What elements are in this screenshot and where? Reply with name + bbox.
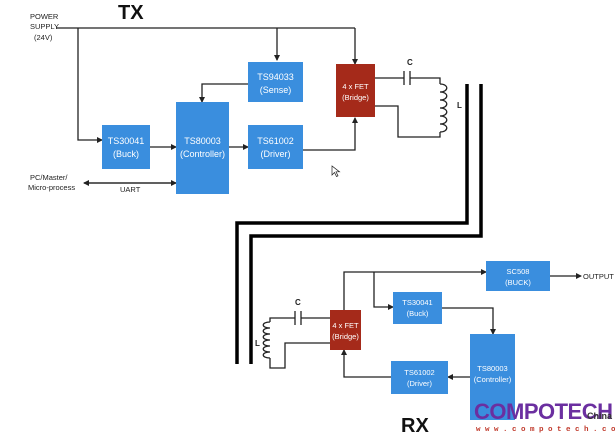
tx-driver-block: TS61002 (Driver) — [248, 125, 303, 169]
output-label: OUTPUT — [583, 272, 614, 281]
rx-wiring — [269, 269, 582, 380]
svg-text:(Bridge): (Bridge) — [342, 93, 369, 102]
svg-text:(Buck): (Buck) — [407, 309, 429, 318]
svg-text:4 x FET: 4 x FET — [332, 321, 359, 330]
svg-text:TS30041: TS30041 — [402, 298, 432, 307]
power-supply-line-3: (24V) — [34, 33, 53, 42]
rx-controller-block: TS80003 (Controller) — [470, 334, 515, 420]
watermark-suffix: China — [587, 411, 613, 421]
tx-buck-block: TS30041 (Buck) — [102, 125, 150, 169]
power-supply-label: POWER SUPPLY (24V) — [30, 12, 59, 42]
svg-text:TS61002: TS61002 — [257, 136, 294, 146]
tx-bridge-block: 4 x FET (Bridge) — [336, 64, 375, 117]
watermark-brand: COMPOTECH — [474, 399, 613, 424]
svg-text:TS80003: TS80003 — [477, 364, 507, 373]
rx-driver-block: TS61002 (Driver) — [391, 361, 448, 394]
tx-wiring — [56, 27, 441, 186]
svg-text:(Sense): (Sense) — [260, 85, 292, 95]
svg-text:TS30041: TS30041 — [108, 136, 145, 146]
svg-text:TS94033: TS94033 — [257, 72, 294, 82]
svg-text:(Driver): (Driver) — [407, 379, 432, 388]
rx-ind-label: L — [255, 339, 260, 348]
host-label: PC/Master/ Micro-process — [28, 173, 75, 192]
compotech-watermark: COMPOTECH China w w w . c o m p o t e c … — [474, 399, 615, 434]
svg-text:(Controller): (Controller) — [474, 375, 512, 384]
rx-cap-label: C — [295, 298, 301, 307]
svg-text:(BUCK): (BUCK) — [505, 278, 531, 287]
tx-inductor — [439, 83, 448, 133]
watermark-url: w w w . c o m p o t e c h . c o m . c n — [476, 426, 615, 434]
wireless-gap-separator — [235, 84, 483, 364]
svg-text:(Bridge): (Bridge) — [332, 332, 359, 341]
svg-text:(Controller): (Controller) — [180, 149, 225, 159]
tx-controller-block: TS80003 (Controller) — [176, 102, 229, 194]
host-line-2: Micro-process — [28, 183, 75, 192]
tx-title: TX — [118, 2, 144, 24]
svg-text:SC508: SC508 — [507, 267, 530, 276]
svg-text:(Buck): (Buck) — [113, 149, 139, 159]
svg-text:(Driver): (Driver) — [261, 149, 291, 159]
rx-inductor — [262, 321, 271, 359]
uart-label: UART — [120, 185, 141, 194]
svg-text:4 x FET: 4 x FET — [342, 82, 369, 91]
rx-buck-block: TS30041 (Buck) — [393, 292, 442, 324]
power-supply-line-1: POWER — [30, 12, 59, 21]
tx-sense-block: TS94033 (Sense) — [248, 62, 303, 102]
svg-text:TS61002: TS61002 — [404, 368, 434, 377]
host-line-1: PC/Master/ — [30, 173, 68, 182]
power-supply-line-2: SUPPLY — [30, 22, 59, 31]
rx-title: RX — [401, 415, 429, 437]
svg-text:TS80003: TS80003 — [184, 136, 221, 146]
rx-bridge-block: 4 x FET (Bridge) — [330, 310, 361, 350]
tx-cap-label: C — [407, 58, 413, 67]
tx-ind-label: L — [457, 101, 462, 110]
mouse-cursor-icon — [331, 165, 341, 177]
rx-sc508-block: SC508 (BUCK) — [486, 261, 550, 291]
